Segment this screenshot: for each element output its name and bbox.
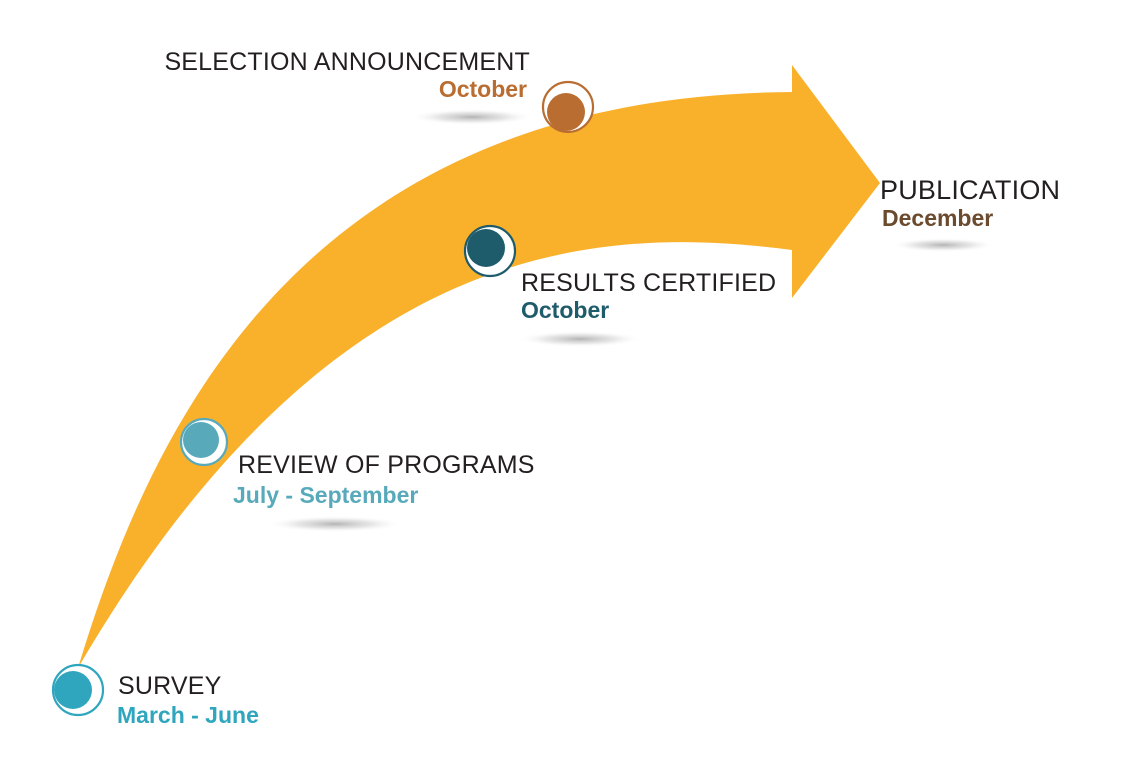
results-title: RESULTS CERTIFIED [521,269,776,297]
label-shadow [891,238,995,252]
selection-title: SELECTION ANNOUNCEMENT [164,48,530,76]
label-shadow [267,516,403,532]
results-marker [463,224,517,278]
selection-marker [541,80,595,134]
publication-title: PUBLICATION [880,175,1060,205]
marker-dot [467,229,505,267]
label-shadow [518,331,642,347]
survey-title: SURVEY [118,672,222,700]
review-date: July - September [233,482,418,508]
marker-dot [54,671,92,709]
publication-date: December [882,205,993,231]
review-title: REVIEW OF PROGRAMS [238,451,535,479]
review-marker [179,417,229,467]
survey-date: March - June [117,702,259,728]
marker-dot [183,422,219,458]
results-date: October [521,297,609,323]
marker-dot [547,93,585,131]
label-shadow [410,109,534,125]
survey-marker [51,663,105,717]
timeline-arrow [78,65,880,668]
selection-date: October [439,76,527,102]
